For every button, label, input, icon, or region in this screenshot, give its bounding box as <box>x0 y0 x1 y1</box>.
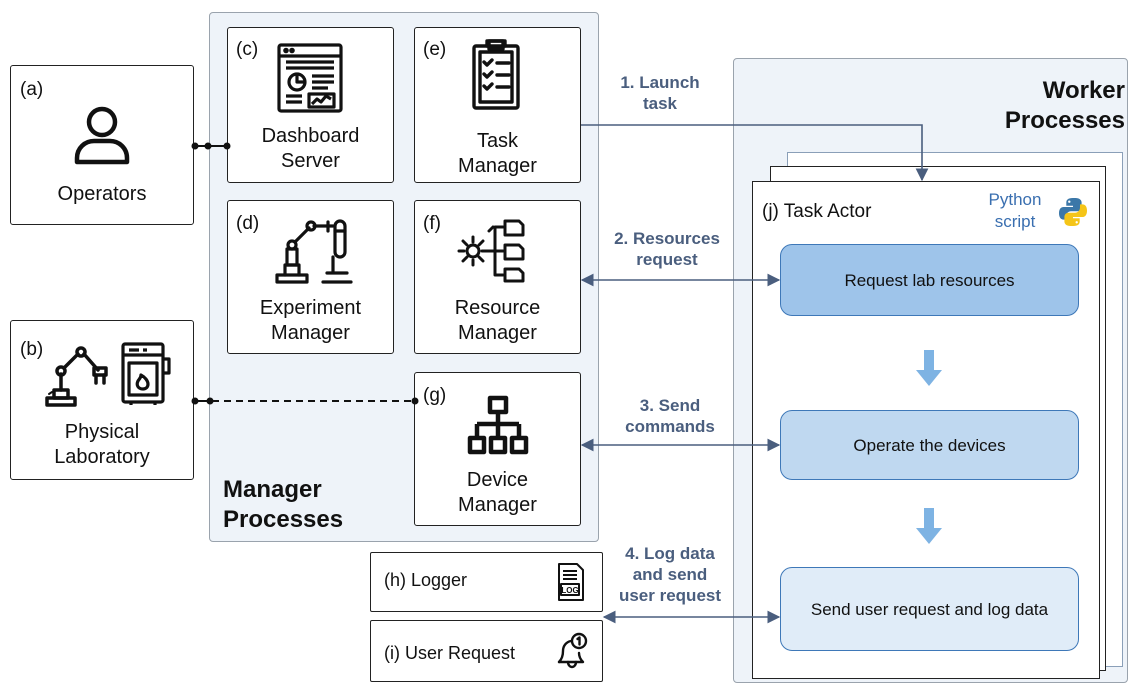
python-logo-icon <box>1057 196 1089 228</box>
device-letter: (g) <box>423 385 447 406</box>
experiment-letter: (d) <box>236 213 260 234</box>
robot-arm-icon <box>44 346 114 408</box>
physical-lab-label-line2: Laboratory <box>54 446 150 468</box>
flow-down-arrow-1 <box>916 350 942 386</box>
logger-box: (h) Logger LOG <box>370 552 603 612</box>
task-label-line1: Task <box>476 130 519 152</box>
resource-letter: (f) <box>423 213 441 234</box>
step-4-label: 4. Log data and send user request <box>600 543 740 606</box>
request-lab-resources-box: Request lab resources <box>780 244 1079 316</box>
dashboard-server-box: (c) Dashboard Server <box>227 27 394 183</box>
logger-label: (h) Logger <box>384 570 468 590</box>
operators-link-dot-1 <box>191 142 199 150</box>
task-label: Task Manager <box>415 129 580 179</box>
resource-label-line2: Manager <box>458 322 537 344</box>
step-1-line1: 1. Launch <box>620 73 700 92</box>
flow-down-arrow-2 <box>916 508 942 544</box>
task-label-line2: Manager <box>458 155 537 177</box>
step-3-line2: commands <box>625 417 715 436</box>
python-line2: script <box>994 212 1036 231</box>
task-actor-label: (j) Task Actor <box>762 201 872 222</box>
operators-label: Operators <box>57 183 147 205</box>
dashboard-letter: (c) <box>236 39 259 60</box>
lab-furnace-icon <box>119 341 173 407</box>
physical-lab-box: (b) Physical Laboratory <box>10 320 194 480</box>
step-2-line1: 2. Resources <box>614 229 720 248</box>
task-letter: (e) <box>423 39 447 60</box>
step-4-line1: 4. Log data <box>625 544 715 563</box>
lab-link-dot-2 <box>206 397 214 405</box>
dashboard-label: Dashboard Server <box>228 124 393 174</box>
step-4-line2: and send <box>632 565 708 584</box>
operators-link-dot-3 <box>223 142 231 150</box>
step-3-line1: 3. Send <box>639 396 701 415</box>
python-script-label: Python script <box>980 189 1050 233</box>
step-3-label: 3. Send commands <box>605 395 735 437</box>
physical-lab-letter: (b) <box>20 339 44 360</box>
experiment-manager-box: (d) Experiment Manager <box>227 200 394 354</box>
gear-files-icon <box>457 217 533 283</box>
manager-title-line1: Manager <box>223 476 322 503</box>
dashboard-icon <box>276 42 344 114</box>
device-label: Device Manager <box>415 468 580 518</box>
resource-label-line1: Resource <box>454 297 541 319</box>
notification-bell-icon <box>554 632 590 670</box>
lab-robot-icon <box>273 217 353 285</box>
step-4-line3: user request <box>618 586 722 605</box>
worker-title-line2: Processes <box>1004 107 1125 134</box>
operators-box: (a) Operators <box>10 65 194 225</box>
operators-link-dot-2 <box>204 142 212 150</box>
operate-devices-box: Operate the devices <box>780 410 1079 480</box>
log-file-icon: LOG <box>556 562 586 602</box>
device-manager-box: (g) Device Manager <box>414 372 581 526</box>
lab-link-dot-3 <box>411 397 419 405</box>
experiment-label-line2: Manager <box>271 322 350 344</box>
operators-letter: (a) <box>20 79 44 100</box>
experiment-label-line1: Experiment <box>259 297 362 319</box>
user-request-box: (i) User Request <box>370 620 603 682</box>
clipboard-checklist-icon <box>471 38 521 112</box>
lab-link-dot-1 <box>191 397 199 405</box>
step-2-line2: request <box>636 250 698 269</box>
device-label-line1: Device <box>466 469 529 491</box>
resource-manager-box: (f) Resource Manager <box>414 200 581 354</box>
step-1-line2: task <box>642 94 678 113</box>
dashboard-label-line1: Dashboard <box>261 125 360 147</box>
resource-label: Resource Manager <box>415 296 580 346</box>
worker-title-line1: Worker <box>1042 77 1125 104</box>
python-line1: Python <box>988 190 1042 209</box>
user-icon <box>71 104 133 166</box>
task-manager-box: (e) Task Manager <box>414 27 581 183</box>
physical-lab-label-line1: Physical <box>64 421 140 443</box>
physical-lab-label: Physical Laboratory <box>11 420 193 470</box>
worker-processes-title: Worker Processes <box>960 76 1125 136</box>
device-label-line2: Manager <box>458 494 537 516</box>
step-1-label: 1. Launch task <box>600 72 720 114</box>
send-user-request-box: Send user request and log data <box>780 567 1079 651</box>
step-2-label: 2. Resources request <box>592 228 742 270</box>
svg-text:LOG: LOG <box>561 586 578 595</box>
user-request-label: (i) User Request <box>384 643 516 663</box>
experiment-label: Experiment Manager <box>228 296 393 346</box>
manager-processes-title: Manager Processes <box>223 475 383 535</box>
manager-title-line2: Processes <box>223 506 344 533</box>
hierarchy-icon <box>467 395 529 457</box>
dashboard-label-line2: Server <box>281 150 340 172</box>
launch-task-arrow <box>581 124 929 182</box>
